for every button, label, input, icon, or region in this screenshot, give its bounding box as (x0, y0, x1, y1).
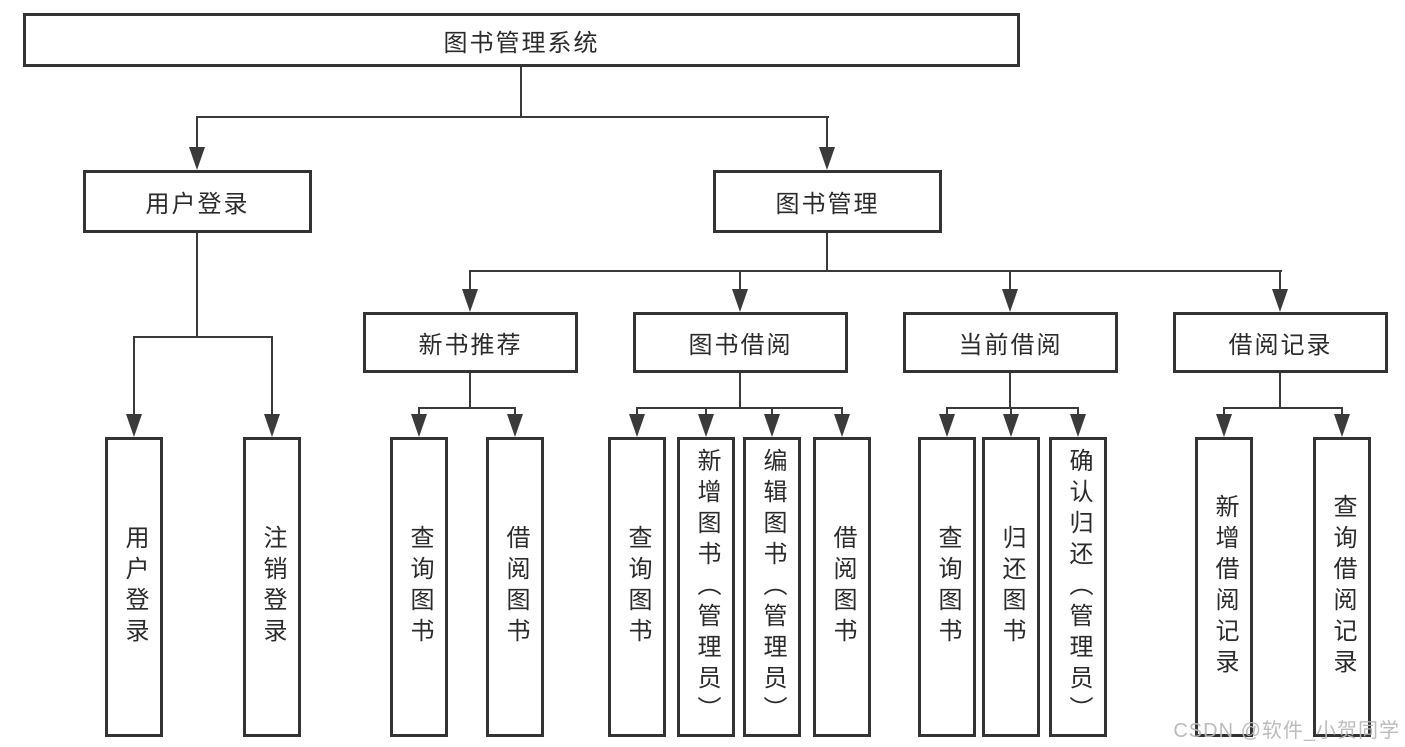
connector-line (133, 336, 273, 338)
arrow-down-icon (1002, 289, 1018, 312)
leaf-query-books-recommend-label: 查询图书 (406, 525, 433, 649)
node-current-borrow-label: 当前借阅 (958, 332, 1063, 359)
node-root-label: 图书管理系统 (443, 29, 600, 57)
node-current-borrow: 当前借阅 (903, 312, 1118, 373)
node-book-management: 图书管理 (713, 170, 942, 233)
leaf-user-login-label: 用户登录 (121, 525, 148, 649)
leaf-return-books-label: 归还图书 (998, 525, 1025, 649)
leaf-query-books-borrow-label: 查询图书 (624, 525, 651, 649)
connector-line (826, 117, 828, 150)
connector-line (771, 408, 773, 417)
connector-line (469, 271, 471, 291)
connector-line (1341, 408, 1343, 417)
leaf-query-books-current: 查询图书 (918, 437, 976, 737)
node-root: 图书管理系统 (23, 13, 1020, 67)
connector-line (826, 233, 828, 271)
arrow-down-icon (411, 414, 427, 437)
connector-line (636, 408, 638, 417)
node-borrow-records: 借阅记录 (1173, 312, 1388, 373)
connector-line (1077, 408, 1079, 417)
leaf-borrow-books: 借阅图书 (813, 437, 871, 737)
connector-line (1009, 271, 1011, 291)
connector-line (946, 408, 948, 417)
node-new-book-recommend: 新书推荐 (363, 312, 578, 373)
leaf-query-books-current-label: 查询图书 (934, 525, 961, 649)
connector-line (469, 373, 471, 407)
leaf-query-borrow-record: 查询借阅记录 (1313, 437, 1371, 737)
leaf-borrow-books-recommend: 借阅图书 (486, 437, 544, 737)
arrow-down-icon (834, 414, 850, 437)
arrow-down-icon (1216, 414, 1232, 437)
arrow-down-icon (1070, 414, 1086, 437)
node-new-book-recommend-label: 新书推荐 (418, 332, 523, 359)
arrow-down-icon (264, 414, 280, 437)
arrow-down-icon (1272, 289, 1288, 312)
connector-line (271, 337, 273, 417)
connector-line (1010, 408, 1012, 417)
connector-line (1223, 407, 1343, 409)
connector-line (1279, 271, 1281, 291)
leaf-borrow-books-label: 借阅图书 (829, 525, 856, 649)
connector-line (418, 407, 516, 409)
arrow-down-icon (939, 414, 955, 437)
arrow-down-icon (764, 414, 780, 437)
node-user-login-label: 用户登录 (145, 191, 250, 218)
arrow-down-icon (507, 414, 523, 437)
leaf-edit-books-admin: 编辑图书（管理员） (743, 437, 801, 737)
leaf-add-books-admin: 新增图书（管理员） (677, 437, 735, 737)
connector-line (1009, 373, 1011, 407)
node-book-management-label: 图书管理 (775, 191, 880, 218)
leaf-confirm-return-admin-label: 确认归还（管理员） (1065, 447, 1092, 727)
connector-line (196, 117, 198, 150)
leaf-add-borrow-record-label: 新增借阅记录 (1211, 494, 1238, 680)
leaf-add-books-admin-label: 新增图书（管理员） (693, 447, 720, 727)
connector-line (514, 408, 516, 417)
connector-line (739, 271, 741, 291)
connector-line (636, 407, 843, 409)
leaf-borrow-books-recommend-label: 借阅图书 (502, 525, 529, 649)
leaf-query-borrow-record-label: 查询借阅记录 (1329, 494, 1356, 680)
connector-line (196, 233, 198, 336)
arrow-down-icon (629, 414, 645, 437)
connector-line (841, 408, 843, 417)
connector-line (946, 407, 1079, 409)
node-user-login: 用户登录 (83, 170, 312, 233)
arrow-down-icon (819, 147, 835, 170)
node-borrow-records-label: 借阅记录 (1228, 332, 1333, 359)
connector-line (418, 408, 420, 417)
connector-line (469, 270, 1282, 272)
connector-line (739, 373, 741, 407)
leaf-add-borrow-record: 新增借阅记录 (1195, 437, 1253, 737)
watermark: CSDN @软件_小贺同学 (1173, 720, 1400, 742)
arrow-down-icon (1334, 414, 1350, 437)
arrow-down-icon (189, 147, 205, 170)
leaf-user-login: 用户登录 (105, 437, 163, 737)
leaf-confirm-return-admin: 确认归还（管理员） (1049, 437, 1107, 737)
connector-line (1223, 408, 1225, 417)
arrow-down-icon (732, 289, 748, 312)
arrow-down-icon (462, 289, 478, 312)
node-book-borrow: 图书借阅 (633, 312, 848, 373)
leaf-edit-books-admin-label: 编辑图书（管理员） (759, 447, 786, 727)
connector-line (520, 67, 522, 117)
connector-line (133, 337, 135, 417)
connector-line (196, 116, 829, 118)
arrow-down-icon (126, 414, 142, 437)
connector-line (705, 408, 707, 417)
leaf-query-books-borrow: 查询图书 (608, 437, 666, 737)
leaf-logout: 注销登录 (243, 437, 301, 737)
arrow-down-icon (1003, 414, 1019, 437)
leaf-return-books: 归还图书 (982, 437, 1040, 737)
arrow-down-icon (698, 414, 714, 437)
node-book-borrow-label: 图书借阅 (688, 332, 793, 359)
leaf-query-books-recommend: 查询图书 (390, 437, 448, 737)
connector-line (1279, 373, 1281, 407)
leaf-logout-label: 注销登录 (259, 525, 286, 649)
